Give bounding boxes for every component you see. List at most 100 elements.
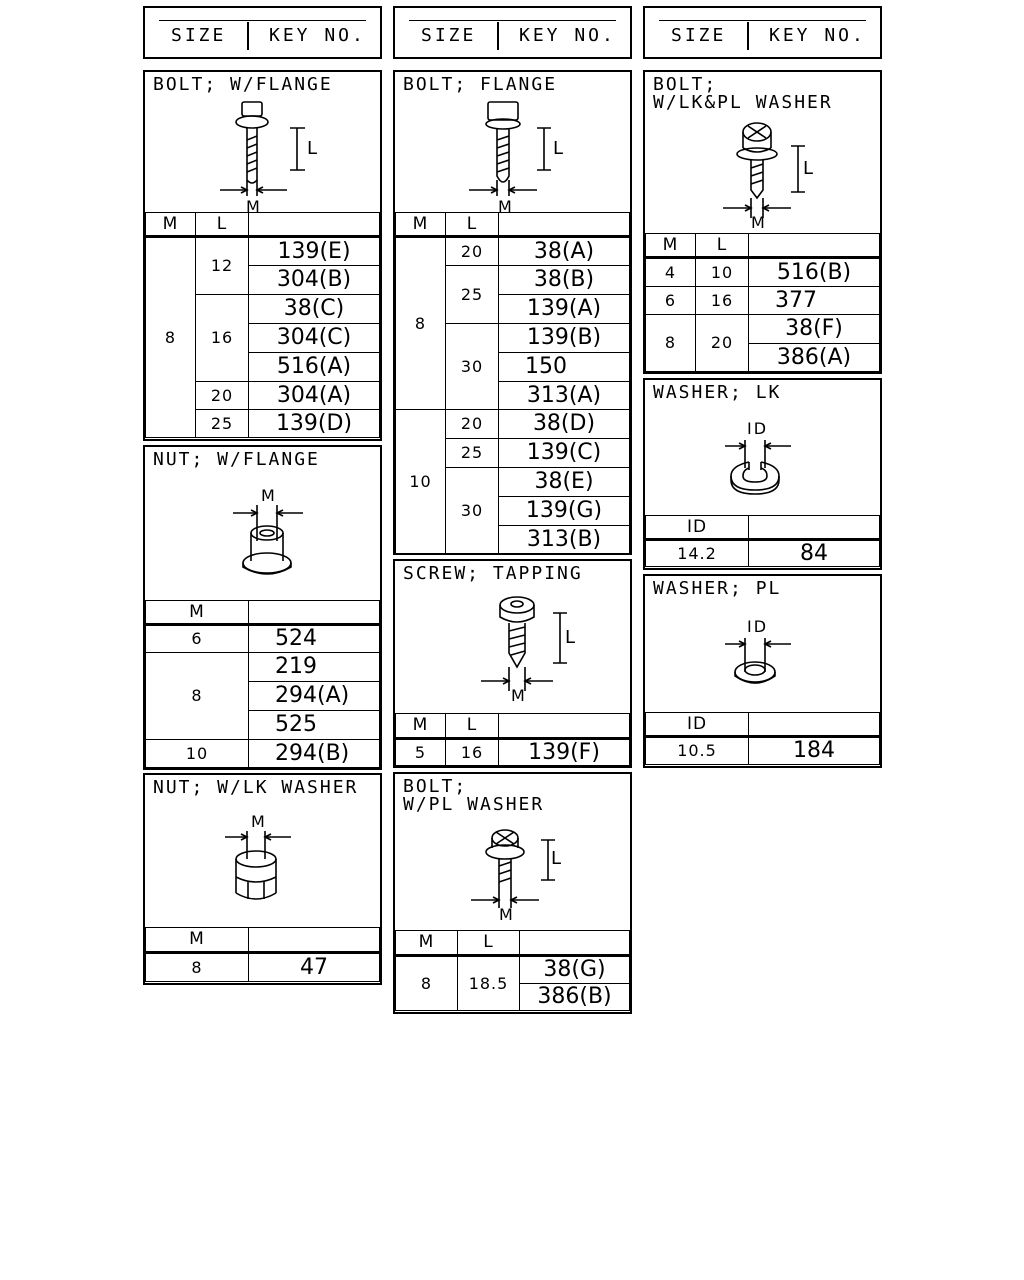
key-no: 38(G) (519, 955, 630, 984)
dim-m-label: M (251, 812, 265, 831)
col-m-header: M (395, 212, 446, 238)
l-value: 25 (445, 265, 499, 324)
key-no: 294(A) (248, 681, 380, 711)
l-value: 30 (445, 323, 499, 410)
dim-l-label: L (565, 627, 575, 648)
panel-bolt-w-lk-pl-washer: BOLT; W/LK&PL WASHER L M M L 4 10 516(B)… (643, 70, 882, 374)
dim-l-label: L (553, 138, 563, 159)
m-value: 5 (395, 738, 446, 766)
key-no: 313(A) (498, 381, 630, 410)
key-no: 139(C) (498, 438, 630, 468)
key-no: 38(C) (248, 294, 380, 324)
l-value: 12 (195, 236, 249, 295)
panel-title: BOLT; W/PL WASHER (403, 776, 545, 815)
panel-title: BOLT; W/LK&PL WASHER (653, 74, 833, 113)
key-no: 139(D) (248, 409, 380, 438)
l-value: 10 (695, 257, 749, 287)
dim-m-label: M (246, 197, 260, 214)
key-no: 38(D) (498, 409, 630, 439)
key-no: 386(B) (519, 983, 630, 1011)
key-no: 38(A) (498, 236, 630, 266)
col-m-header: M (395, 930, 458, 957)
flange-bolt-icon: L M (469, 101, 563, 214)
m-value: 6 (645, 286, 696, 315)
l-value: 20 (445, 236, 499, 266)
panel-title: BOLT; W/FLANGE (153, 74, 333, 95)
dim-l-label: L (803, 158, 813, 179)
key-no: 139(A) (498, 294, 630, 324)
lock-washer-nut-icon: M (225, 812, 291, 900)
panel-title: BOLT; FLANGE (403, 74, 558, 95)
key-no: 219 (248, 652, 380, 682)
key-no: 139(G) (498, 496, 630, 526)
dim-m-label: M (511, 686, 525, 705)
key-no: 516(B) (748, 257, 880, 287)
key-no: 377 (748, 286, 880, 315)
key-no: 525 (248, 710, 380, 740)
panel-bolt-w-pl-washer: BOLT; W/PL WASHER L M M L 8 18.5 38(G) 3… (393, 772, 632, 1014)
dim-m-label: M (498, 197, 512, 214)
panel-washer-lk: WASHER; LK ID ID 14.2 84 (643, 378, 882, 570)
m-value: 6 (145, 624, 249, 653)
header-size-label: SIZE (421, 25, 477, 46)
panel-bolt-w-flange: BOLT; W/FLANGE L M M L 8 12 139(E) 304(B… (143, 70, 382, 441)
l-value: 18.5 (457, 955, 520, 1011)
m-value: 8 (145, 236, 196, 438)
m-value: 8 (145, 952, 249, 982)
col-id-header: ID (645, 712, 749, 738)
m-value: 8 (645, 314, 696, 372)
key-no: 313(B) (498, 525, 630, 554)
dim-l-label: L (551, 848, 561, 869)
panel-nut-w-flange: NUT; W/FLANGE M M 6 524 8 219 294(A) 525… (143, 445, 382, 770)
lock-plain-washer-bolt-icon: L M (723, 122, 813, 232)
col-l-header: L (445, 713, 499, 740)
key-no: 38(B) (498, 265, 630, 295)
header-size-label: SIZE (671, 25, 727, 46)
m-value: 10 (145, 739, 249, 768)
id-value: 14.2 (645, 539, 749, 567)
key-no: 294(B) (248, 739, 380, 768)
header-box-3: SIZE KEY NO. (643, 6, 882, 59)
key-no: 139(E) (248, 236, 380, 266)
panel-title: SCREW; TAPPING (403, 563, 583, 584)
key-no: 139(F) (498, 738, 630, 766)
col-m-header: M (145, 927, 249, 954)
col-l-header: L (195, 212, 249, 238)
col-l-header: L (695, 233, 749, 259)
id-value: 10.5 (645, 736, 749, 765)
m-value: 10 (395, 409, 446, 554)
header-size-label: SIZE (171, 25, 227, 46)
l-value: 25 (445, 438, 499, 468)
panel-nut-w-lk-washer: NUT; W/LK WASHER M M 8 47 (143, 773, 382, 985)
header-key-label: KEY NO. (269, 25, 366, 46)
l-value: 30 (445, 467, 499, 554)
key-no: 516(A) (248, 352, 380, 382)
col-m-header: M (645, 233, 696, 259)
l-value: 16 (445, 738, 499, 766)
panel-screw-tapping: SCREW; TAPPING L M M L 5 16 139(F) (393, 559, 632, 768)
key-no: 47 (248, 952, 380, 982)
l-value: 20 (195, 381, 249, 410)
col-m-header: M (145, 600, 249, 626)
col-m-header: M (145, 212, 196, 238)
dim-l-label: L (307, 138, 317, 159)
key-no: 524 (248, 624, 380, 653)
col-m-header: M (395, 713, 446, 740)
key-no: 139(B) (498, 323, 630, 353)
tapping-screw-icon: L M (481, 596, 575, 705)
m-value: 8 (395, 236, 446, 410)
lock-washer-icon: ID (725, 419, 791, 495)
panel-title: WASHER; LK (653, 382, 782, 403)
col-l-header: L (457, 930, 520, 957)
m-value: 4 (645, 257, 696, 287)
m-value: 8 (145, 652, 249, 740)
l-value: 20 (445, 409, 499, 439)
dim-m-label: M (751, 213, 765, 232)
panel-washer-pl: WASHER; PL ID ID 10.5 184 (643, 574, 882, 768)
dim-m-label: M (499, 905, 513, 924)
l-value: 16 (195, 294, 249, 382)
l-value: 25 (195, 409, 249, 438)
key-no: 38(E) (498, 467, 630, 497)
panel-bolt-flange: BOLT; FLANGE L M M L 8 20 38(A) 25 38(B)… (393, 70, 632, 555)
key-no: 304(C) (248, 323, 380, 353)
